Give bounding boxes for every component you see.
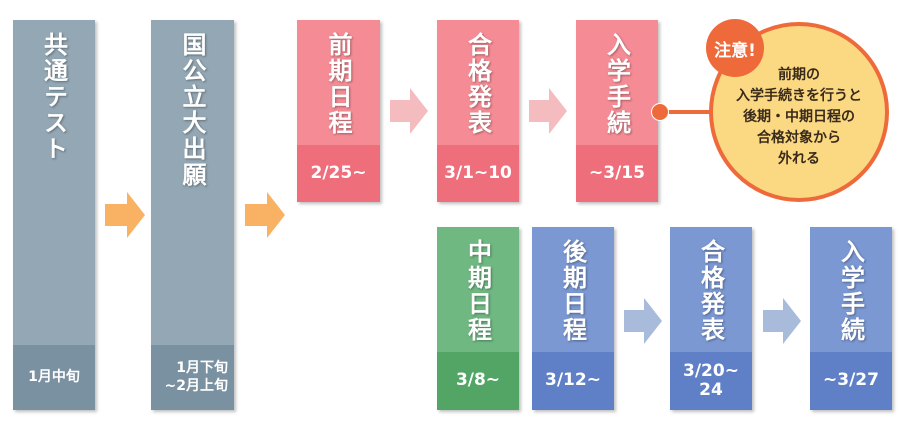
step-zenki-enroll: 入学手続 ~3/15 [576,20,658,202]
step-date: 3/12~ [532,352,614,410]
step-title: 前期日程 [324,32,352,136]
step-title: 入学手続 [602,32,631,136]
step-date: 3/8~ [437,352,519,410]
step-date: 3/20~ 24 [670,352,752,410]
step-date: 1月下旬 ~2月上旬 [151,345,234,410]
arrow-right-icon [390,88,428,134]
callout-connector [660,110,712,114]
callout-text: 前期の 入学手続きを行うと 後期・中期日程の 合格対象から 外れる [736,66,862,167]
arrow-right-icon [763,298,801,344]
step-apply: 国公立大出願 1月下旬 ~2月上旬 [151,20,234,410]
step-common-test: 共通テスト 1月中旬 [13,20,95,410]
step-date: 2/25~ [297,145,380,202]
step-title: 後期日程 [558,239,587,343]
step-title: 合格発表 [696,239,725,343]
step-date: ~3/15 [576,145,658,202]
step-date: 1月中旬 [13,345,95,410]
arrow-right-icon [105,192,145,238]
step-title: 入学手続 [836,239,865,343]
step-title: 国公立大出願 [178,32,206,188]
step-koki: 後期日程 3/12~ [532,227,614,410]
arrow-right-icon [529,88,567,134]
step-date: ~3/27 [810,352,892,410]
step-koki-enroll: 入学手続 ~3/27 [810,227,892,410]
callout-dot [651,103,669,121]
step-zenki: 前期日程 2/25~ [297,20,380,202]
step-title: 共通テスト [39,32,68,162]
step-title: 合格発表 [463,32,492,136]
arrow-right-icon [624,298,662,344]
arrow-right-icon [245,192,285,238]
step-title: 中期日程 [463,239,492,343]
step-date: 3/1~10 [437,145,519,202]
step-chuki: 中期日程 3/8~ [437,227,519,410]
warning-badge: 注意! [706,19,764,77]
warning-callout: 前期の 入学手続きを行うと 後期・中期日程の 合格対象から 外れる [709,22,889,202]
step-koki-result: 合格発表 3/20~ 24 [670,227,752,410]
step-zenki-result: 合格発表 3/1~10 [437,20,519,202]
